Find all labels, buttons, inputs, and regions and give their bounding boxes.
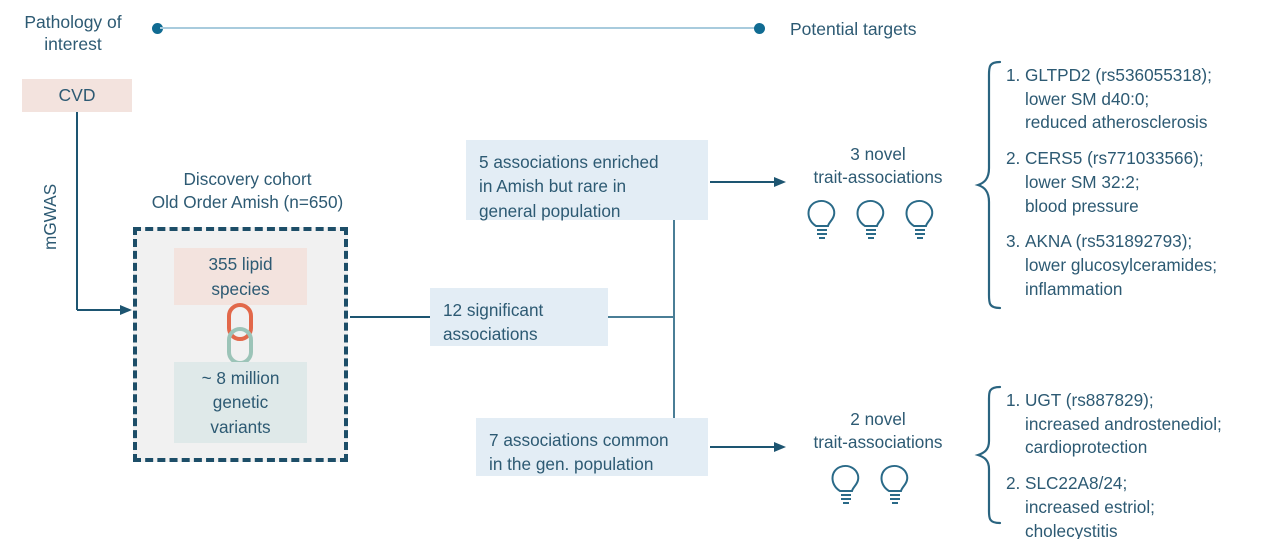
brace-icon-top	[974, 60, 1002, 310]
significant-associations-box: 12 significant associations	[430, 288, 608, 346]
findings-list-0: 1. GLTPD2 (rs536055318); lower SM d40:0;…	[1006, 64, 1276, 314]
finding-number: 1.	[1006, 390, 1021, 410]
axis-start-dot	[152, 23, 163, 34]
bulb-group-0	[804, 196, 954, 242]
finding-text: AKNA (rs531892793); lower glucosylcerami…	[1025, 231, 1217, 299]
findings-list-1: 1. UGT (rs887829); increased androstened…	[1006, 389, 1276, 539]
genetic-variants-box: ~ 8 million genetic variants	[174, 362, 307, 443]
lightbulb-icon	[831, 465, 909, 504]
common-associations-box: 7 associations common in the gen. popula…	[476, 418, 708, 476]
finding-text: GLTPD2 (rs536055318); lower SM d40:0; re…	[1025, 65, 1212, 133]
discovery-cohort-caption: Discovery cohort Old Order Amish (n=650)	[151, 169, 344, 213]
finding-number: 3.	[1006, 231, 1021, 252]
finding-number: 2.	[1006, 473, 1021, 494]
pathology-of-interest-label: Pathology of interest	[24, 12, 122, 55]
arrow-common-to-outcome	[710, 442, 786, 452]
arrow-enriched-to-outcome	[710, 177, 786, 187]
brace-icon-bottom	[974, 385, 1002, 525]
lipid-species-box: 355 lipid species	[174, 248, 307, 305]
finding-item: 2. SLC22A8/24; increased estriol; cholec…	[1006, 472, 1276, 539]
finding-text: SLC22A8/24; increased estriol; cholecyst…	[1025, 473, 1155, 539]
axis-end-dot	[754, 23, 765, 34]
mgwas-label: mGWAS	[40, 183, 60, 250]
lightbulb-icon	[807, 200, 934, 239]
outcome-title-0: 3 novel trait-associations	[813, 144, 943, 188]
finding-text: UGT (rs887829); increased androstenediol…	[1025, 390, 1222, 458]
finding-item: 3. AKNA (rs531892793); lower glucosylcer…	[1006, 230, 1276, 301]
finding-number: 2.	[1006, 148, 1021, 169]
outcome-title-1: 2 novel trait-associations	[813, 409, 943, 453]
cvd-box: CVD	[22, 79, 132, 112]
finding-item: 1. UGT (rs887829); increased androstened…	[1006, 389, 1276, 460]
chain-link-icon	[227, 303, 253, 365]
finding-item: 1. GLTPD2 (rs536055318); lower SM d40:0;…	[1006, 64, 1276, 135]
finding-item: 2. CERS5 (rs771033566); lower SM 32:2; b…	[1006, 147, 1276, 218]
bulb-group-1	[828, 461, 928, 507]
potential-targets-label: Potential targets	[790, 19, 917, 39]
split-connector	[608, 218, 675, 418]
finding-text: CERS5 (rs771033566); lower SM 32:2; bloo…	[1025, 148, 1204, 216]
finding-number: 1.	[1006, 65, 1021, 85]
enriched-associations-box: 5 associations enriched in Amish but rar…	[466, 140, 708, 221]
mgwas-arrow	[76, 112, 132, 315]
axis-line	[160, 27, 760, 29]
